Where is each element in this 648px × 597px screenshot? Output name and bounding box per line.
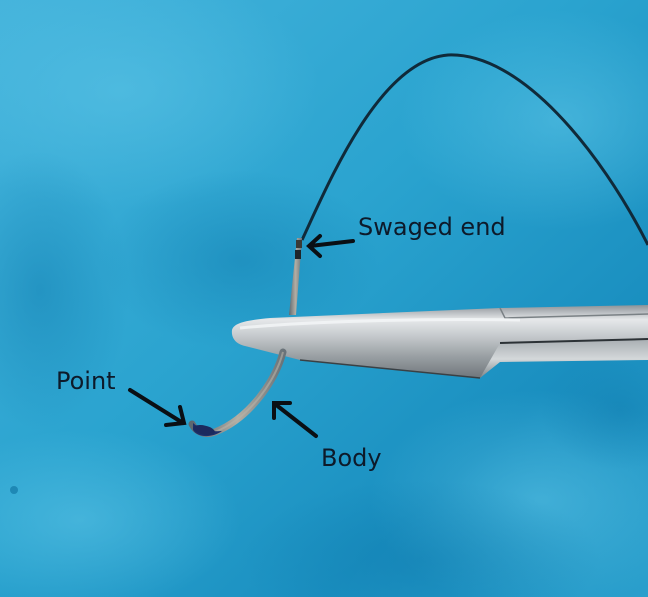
arrow-swaged-end-icon [306,234,355,258]
label-swaged-end: Swaged end [358,213,506,241]
arrow-point-icon [128,388,187,427]
arrow-body-icon [272,401,318,438]
label-body: Body [321,444,382,472]
suture-thread [300,53,648,246]
label-point: Point [56,367,116,395]
